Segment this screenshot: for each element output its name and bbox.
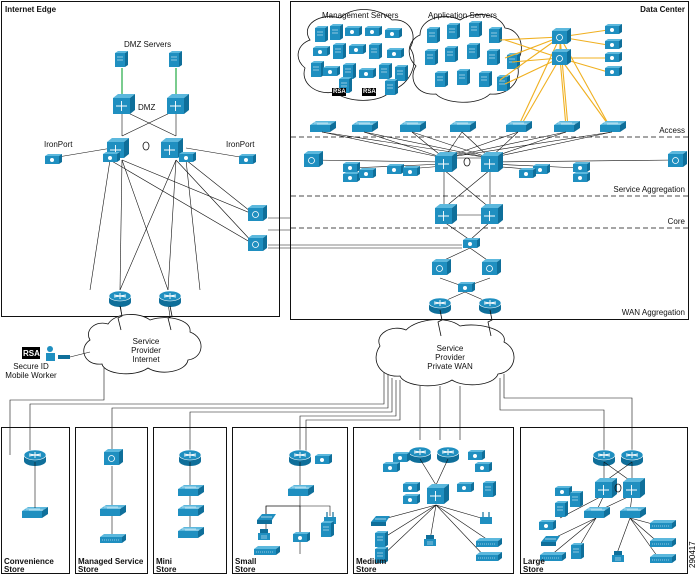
rsa-tag-1: RSA [333, 89, 346, 95]
data-center-title: Data Center [640, 5, 685, 14]
rsa-tags [332, 88, 376, 96]
ironport-right-label: IronPort [226, 140, 255, 149]
mobile-worker-link [69, 351, 91, 358]
managed-store-devices [99, 448, 127, 544]
aggregation-devices [303, 150, 688, 315]
private-wan-line-2: Provider [435, 353, 465, 362]
store-frame-convenience [1, 427, 70, 574]
convenience-store-devices [21, 449, 49, 519]
store-label-medium-1: Medium [356, 557, 387, 566]
store-label-convenience-2: Store [4, 565, 25, 574]
vss-link-marker [463, 157, 471, 167]
dmz-servers-label: DMZ Servers [124, 40, 172, 49]
edge-link-marker [142, 141, 150, 151]
store-frame-medium [353, 427, 514, 574]
store-label-managed-1: Managed Service [78, 557, 144, 566]
internet-edge-title: Internet Edge [5, 5, 57, 14]
wan-uplinks [117, 305, 493, 337]
mini-store-devices [177, 449, 205, 539]
rsa-tag-2: RSA [363, 89, 376, 95]
internet-cloud-line-1: Service [132, 337, 160, 346]
data-center-frame [290, 1, 689, 320]
medium-store-devices [370, 446, 503, 564]
application-server-icons [424, 20, 521, 92]
store-label-mini-2: Store [156, 565, 177, 574]
internet-cloud-line-2: Provider [131, 346, 161, 355]
figure-number: 290417 [688, 541, 697, 568]
rsa-logo-text: RSA [23, 349, 40, 358]
store-label-mini-1: Mini [156, 557, 172, 566]
private-wan-line-1: Service [436, 344, 464, 353]
store-label-convenience-1: Convenience [4, 557, 54, 566]
rsa-logo [22, 347, 40, 359]
mobile-worker-icon [46, 346, 70, 361]
dmz-label: DMZ [138, 103, 156, 112]
large-store-link-marker [614, 483, 622, 493]
layer-access-label: Access [659, 126, 685, 135]
ironport-left-label: IronPort [44, 140, 73, 149]
management-servers-cloud [297, 9, 415, 101]
store-label-small-2: Store [235, 565, 256, 574]
private-wan-line-3: Private WAN [427, 362, 473, 371]
management-server-icons [310, 23, 409, 96]
internet-edge-devices [45, 50, 268, 308]
store-label-large-2: Store [523, 565, 544, 574]
store-label-managed-2: Store [78, 565, 99, 574]
private-wan-cloud [375, 319, 515, 387]
mobile-worker-line-1: Secure ID [13, 362, 49, 371]
access-switches [309, 120, 627, 133]
small-store-devices [253, 449, 337, 556]
layer-core-label: Core [667, 217, 685, 226]
yellow-links [499, 29, 611, 128]
application-servers-cloud [408, 14, 522, 103]
store-label-small-1: Small [235, 557, 257, 566]
internet-cloud [83, 314, 202, 375]
internet-edge-links [51, 109, 462, 331]
internet-cloud-line-3: Internet [132, 355, 160, 364]
application-servers-label: Application Servers [428, 11, 497, 20]
store-frame-small [232, 427, 348, 574]
store-label-large-1: Large [523, 557, 545, 566]
mobile-worker-line-2: Mobile Worker [5, 371, 57, 380]
dc-layer-separators [291, 136, 688, 229]
store-frame-managed [75, 427, 148, 574]
management-servers-label: Management Servers [322, 11, 399, 20]
store-uplinks [9, 368, 633, 455]
layer-service-aggregation-label: Service Aggregation [613, 185, 685, 194]
large-store-devices [539, 449, 677, 564]
layer-wan-aggregation-label: WAN Aggregation [621, 308, 685, 317]
store-label-medium-2: Store [356, 565, 377, 574]
